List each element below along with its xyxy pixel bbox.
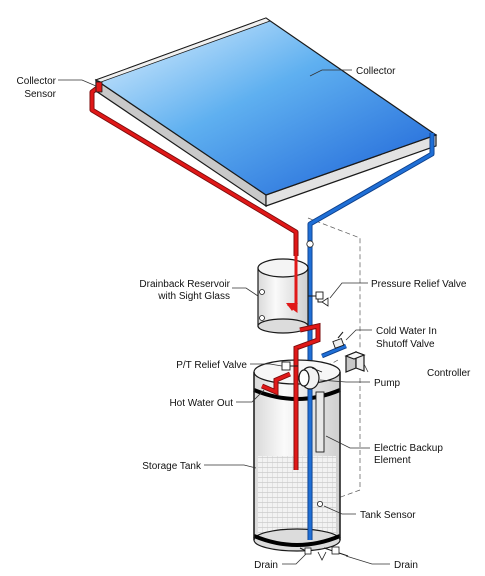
label-storage-tank: Storage Tank [142,461,202,472]
tank-sensor-icon [316,500,323,507]
collector-panel [94,17,438,208]
diagram-labels: Collector Sensor Collector Drainback Res… [17,66,471,571]
label-drainback-reservoir-1: Drainback Reservoir [139,279,230,290]
label-pressure-relief-valve: Pressure Relief Valve [371,279,467,290]
collector-frame-top [94,17,271,83]
label-collector-sensor-2: Sensor [24,89,56,100]
drainback-reservoir [257,256,309,334]
label-pump: Pump [374,378,401,389]
label-drainback-reservoir-2: with Sight Glass [157,291,230,302]
label-cold-water-in: Cold Water In [376,326,437,337]
label-collector-sensor-1: Collector [17,76,57,87]
label-collector: Collector [356,66,396,77]
label-hot-water-out: Hot Water Out [169,398,233,409]
hot-supply-pipe [89,81,299,256]
label-pt-relief-valve: P/T Relief Valve [176,360,247,371]
hot-water-out-pipe [261,371,291,396]
electric-backup-element-icon [315,391,325,453]
sight-glass-icon [259,289,265,295]
controller-icon [344,351,366,373]
collector-sensor-icon [95,81,103,93]
label-electric-backup-1: Electric Backup [374,443,443,454]
collector-glazing [94,17,438,196]
label-electric-backup-2: Element [374,455,411,466]
leader-lines [58,69,390,565]
label-controller: Controller [427,368,471,379]
label-tank-sensor: Tank Sensor [360,510,416,521]
label-drain-right: Drain [394,560,418,571]
label-shutoff-valve: Shutoff Valve [376,339,435,350]
tank-internal-pipes [293,348,325,540]
pressure-relief-valve-icon [308,291,329,307]
cold-water-shutoff-valve-icon [321,331,347,359]
drain-valves [299,546,349,561]
pump-icon [298,366,323,390]
label-drain-left: Drain [254,560,278,571]
